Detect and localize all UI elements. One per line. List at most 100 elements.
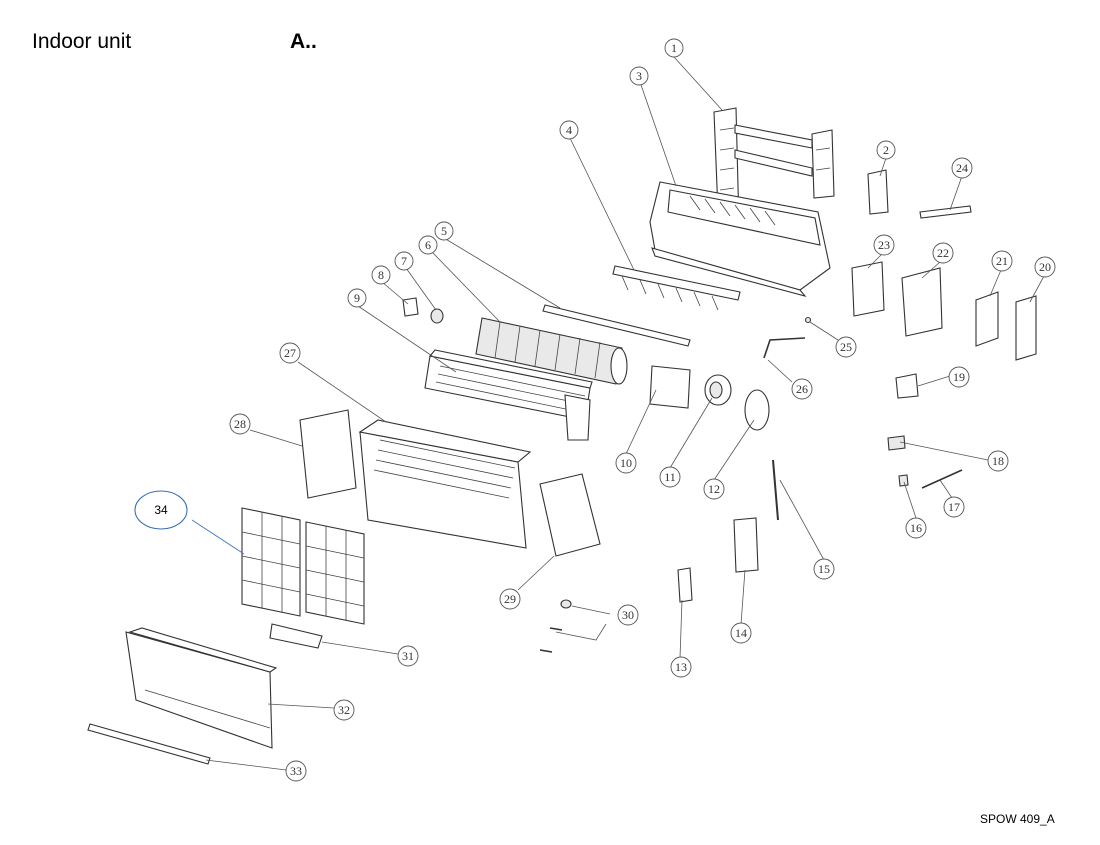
- part-screw: [804, 316, 812, 324]
- part-box-cover: [851, 261, 885, 317]
- svg-text:15: 15: [818, 562, 830, 576]
- callout-31: 31: [397, 645, 419, 667]
- svg-text:27: 27: [284, 346, 296, 360]
- drawing-reference: SPOW 409_A: [980, 812, 1055, 826]
- svg-text:14: 14: [735, 626, 747, 640]
- callout-25: 25: [835, 336, 857, 358]
- callout-28: 28: [229, 413, 251, 435]
- svg-text:22: 22: [937, 246, 949, 260]
- part-trim-strip: [87, 723, 211, 765]
- part-remote-holder: [733, 517, 759, 573]
- svg-text:13: 13: [675, 660, 687, 674]
- callout-13: 13: [670, 656, 692, 678]
- svg-text:17: 17: [948, 500, 960, 514]
- svg-text:18: 18: [992, 454, 1004, 468]
- part-connector: [895, 373, 919, 399]
- part-left-cover: [299, 409, 357, 499]
- svg-text:20: 20: [1039, 260, 1051, 274]
- section-label: A..: [290, 30, 317, 53]
- svg-text:26: 26: [796, 382, 808, 396]
- svg-text:8: 8: [378, 268, 384, 282]
- part-pcb-cover: [1015, 295, 1037, 361]
- part-wire-harness: [921, 469, 963, 489]
- callout-32: 32: [333, 699, 355, 721]
- part-louver-assembly: [612, 265, 741, 311]
- callout-16: 16: [905, 517, 927, 539]
- callout-19: 19: [948, 366, 970, 388]
- part-front-frame: [358, 419, 532, 549]
- leader-lines: [191, 56, 1045, 771]
- svg-text:11: 11: [664, 470, 676, 484]
- svg-text:33: 33: [290, 764, 302, 778]
- part-bracket: [867, 169, 889, 215]
- part-bearing: [430, 308, 444, 324]
- part-drain-rod: [919, 205, 972, 219]
- callout-24: 24: [951, 157, 973, 179]
- part-right-cover: [539, 473, 601, 557]
- svg-text:25: 25: [840, 340, 852, 354]
- svg-text:24: 24: [956, 161, 968, 175]
- part-sensor-wire: [772, 459, 779, 521]
- callout-6: 6: [418, 235, 438, 255]
- callout-14: 14: [730, 622, 752, 644]
- part-terminal: [887, 435, 906, 451]
- callout-3: 3: [629, 66, 649, 86]
- callout-30: 30: [617, 604, 639, 626]
- part-motor-bracket: [649, 365, 691, 409]
- svg-text:16: 16: [910, 521, 922, 535]
- part-fan-motor: [704, 374, 732, 406]
- callout-34: 34: [134, 490, 188, 530]
- part-display-board: [269, 623, 323, 649]
- callout-7: 7: [394, 251, 414, 271]
- callout-12: 12: [703, 478, 725, 500]
- part-bearing-holder: [402, 297, 419, 317]
- svg-text:1: 1: [671, 41, 677, 55]
- callout-29: 29: [499, 588, 521, 610]
- svg-text:31: 31: [402, 649, 414, 663]
- callout-17: 17: [943, 496, 965, 518]
- svg-text:12: 12: [708, 482, 720, 496]
- callout-11: 11: [659, 466, 681, 488]
- callout-9: 9: [347, 288, 367, 308]
- part-motor-cover: [744, 389, 770, 431]
- svg-text:19: 19: [953, 370, 965, 384]
- callout-21: 21: [991, 250, 1013, 272]
- svg-text:7: 7: [401, 254, 407, 268]
- callout-2: 2: [876, 140, 896, 160]
- part-air-filters: [241, 507, 365, 625]
- callout-26: 26: [791, 378, 813, 400]
- svg-text:9: 9: [354, 291, 360, 305]
- part-swing-rod: [542, 304, 691, 347]
- svg-text:21: 21: [996, 254, 1008, 268]
- callout-1: 1: [664, 38, 684, 58]
- part-electric-box: [901, 267, 943, 337]
- callout-15: 15: [813, 558, 835, 580]
- callout-8: 8: [371, 265, 391, 285]
- svg-text:30: 30: [622, 608, 634, 622]
- part-front-panel: [125, 627, 278, 749]
- svg-text:6: 6: [425, 238, 431, 252]
- callout-33: 33: [285, 760, 307, 782]
- svg-text:23: 23: [878, 238, 890, 252]
- svg-text:32: 32: [338, 703, 350, 717]
- part-cross-flow-fan: [475, 317, 628, 385]
- page-title: Indoor unit: [32, 30, 132, 53]
- callout-22: 22: [932, 242, 954, 264]
- part-pipe: [763, 337, 806, 359]
- callout-20: 20: [1034, 256, 1056, 278]
- svg-text:2: 2: [883, 143, 889, 157]
- part-chassis: [649, 181, 831, 297]
- svg-text:4: 4: [566, 123, 572, 137]
- svg-text:5: 5: [441, 224, 447, 238]
- svg-text:10: 10: [620, 456, 632, 470]
- svg-text:28: 28: [234, 417, 246, 431]
- part-evaporator: [424, 349, 593, 441]
- callout-27: 27: [279, 342, 301, 364]
- svg-text:29: 29: [504, 592, 516, 606]
- callout-5: 5: [434, 221, 454, 241]
- callout-10: 10: [615, 452, 637, 474]
- callout-23: 23: [873, 234, 895, 256]
- callout-4: 4: [559, 120, 579, 140]
- part-sensor: [898, 474, 909, 487]
